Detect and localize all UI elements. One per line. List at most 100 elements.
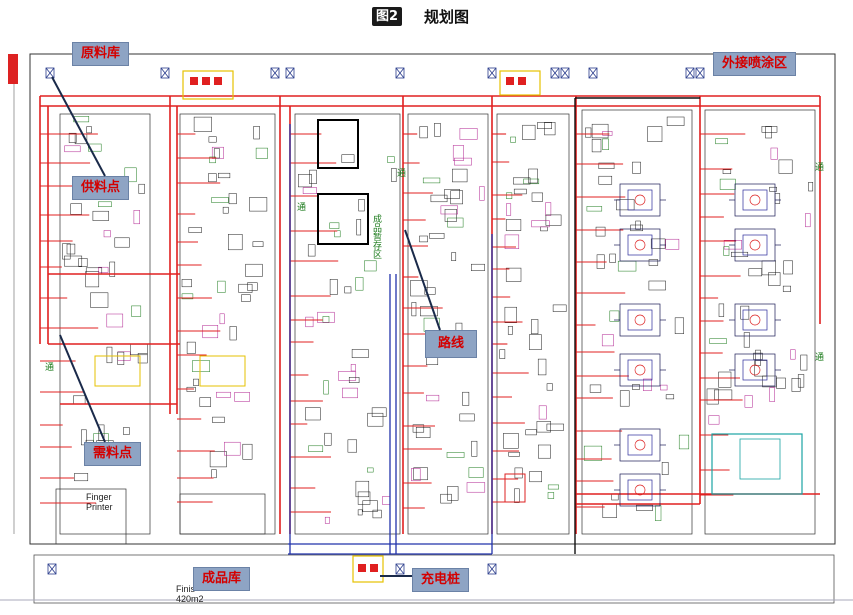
- equipment-block: [479, 186, 485, 201]
- equipment-block: [358, 199, 365, 212]
- equipment-block: [508, 451, 520, 457]
- equipment-block: [589, 384, 602, 393]
- equipment-block: [665, 394, 675, 400]
- equipment-block: [413, 467, 428, 481]
- equipment-block: [241, 294, 251, 302]
- equipment-block: [718, 371, 732, 388]
- finished-goods-bay: [33, 554, 835, 604]
- equipment-block: [531, 220, 550, 228]
- equipment-block: [714, 389, 733, 400]
- equipment-block: [355, 277, 364, 291]
- equipment-block: [323, 380, 329, 395]
- equipment-block: [643, 378, 652, 391]
- equipment-block: [211, 146, 224, 159]
- equipment-block: [769, 186, 777, 192]
- equipment-block: [538, 444, 551, 459]
- equipment-block: [73, 395, 86, 405]
- equipment-block: [552, 304, 567, 312]
- equipment-block: [783, 260, 793, 275]
- equipment-block: [630, 224, 643, 232]
- equipment-block: [324, 516, 330, 524]
- equipment-block: [540, 226, 548, 232]
- machine-icon: [614, 183, 666, 217]
- equipment-block: [709, 338, 727, 344]
- equipment-block: [602, 138, 609, 150]
- equipment-block: [209, 156, 216, 164]
- equipment-block: [109, 261, 116, 277]
- equipment-block: [504, 234, 520, 249]
- door-marker: [270, 67, 280, 79]
- equipment-block: [648, 280, 666, 291]
- equipment-block: [447, 486, 459, 501]
- equipment-block: [391, 168, 397, 182]
- equipment-block: [529, 334, 542, 350]
- equipment-block: [211, 197, 229, 203]
- equipment-block: [429, 233, 445, 239]
- equipment-block: [609, 310, 620, 322]
- equipment-block: [632, 384, 640, 390]
- equipment-block: [117, 351, 125, 365]
- equipment-block: [650, 238, 666, 249]
- aisle-mark: 通: [297, 203, 307, 213]
- door-marker: [395, 563, 405, 575]
- equipment-block: [92, 210, 109, 221]
- equipment-block: [90, 292, 109, 308]
- equipment-block: [74, 133, 88, 145]
- equipment-block: [86, 126, 92, 134]
- equipment-block: [444, 209, 457, 222]
- equipment-block: [222, 206, 229, 214]
- callout-route: 路线: [425, 330, 478, 358]
- equipment-block: [506, 203, 512, 216]
- equipment-block: [666, 116, 685, 126]
- equipment-block: [138, 183, 145, 194]
- equipment-block: [598, 175, 613, 185]
- equipment-block: [790, 349, 796, 360]
- equipment-block: [778, 159, 793, 174]
- machine-icon: [729, 183, 781, 217]
- figure-header: 图2 规划图: [0, 0, 853, 32]
- equipment-block: [586, 206, 603, 212]
- equipment-block: [440, 493, 452, 504]
- equipment-block: [372, 509, 382, 519]
- equipment-block: [213, 148, 220, 159]
- charging-stations: [182, 70, 541, 583]
- equipment-block: [367, 467, 374, 473]
- equipment-block: [722, 169, 732, 174]
- equipment-block: [193, 378, 199, 386]
- machine-icon: [729, 228, 781, 262]
- equipment-block: [499, 349, 506, 359]
- machine-icon: [729, 353, 781, 387]
- charging-units: [190, 77, 526, 572]
- equipment-block: [507, 326, 513, 335]
- finish-area-label: Finis 420m2: [176, 584, 204, 604]
- machine-icons: [614, 183, 781, 507]
- door-marker: [285, 67, 295, 79]
- equipment-block: [598, 162, 615, 169]
- equipment-block: [419, 126, 428, 139]
- equipment-block: [514, 467, 523, 479]
- equipment-block: [450, 190, 463, 205]
- equipment-block: [602, 131, 613, 136]
- equipment-block: [655, 505, 662, 521]
- factory-layout-plan: [0, 53, 853, 604]
- machine-icon: [614, 353, 666, 387]
- equipment-block: [538, 405, 547, 420]
- equipment-block: [805, 213, 811, 228]
- equipment-block: [782, 285, 791, 292]
- equipment-block: [808, 182, 814, 192]
- equipment-block: [510, 136, 516, 143]
- equipment-block: [411, 302, 417, 317]
- equipment-block: [529, 471, 542, 483]
- equipment-block: [364, 260, 377, 272]
- equipment-block: [678, 434, 690, 450]
- equipment-block: [347, 439, 357, 453]
- equipment-block: [382, 496, 391, 505]
- equipment-block: [181, 279, 192, 288]
- callout-demand-point: 需料点: [84, 442, 142, 466]
- equipment-block: [302, 187, 317, 194]
- blue-route-network: [288, 124, 493, 555]
- equipment-block: [317, 311, 335, 323]
- detail-blocks: [94, 119, 803, 503]
- equipment-block: [422, 177, 441, 184]
- door-marker: [160, 67, 170, 79]
